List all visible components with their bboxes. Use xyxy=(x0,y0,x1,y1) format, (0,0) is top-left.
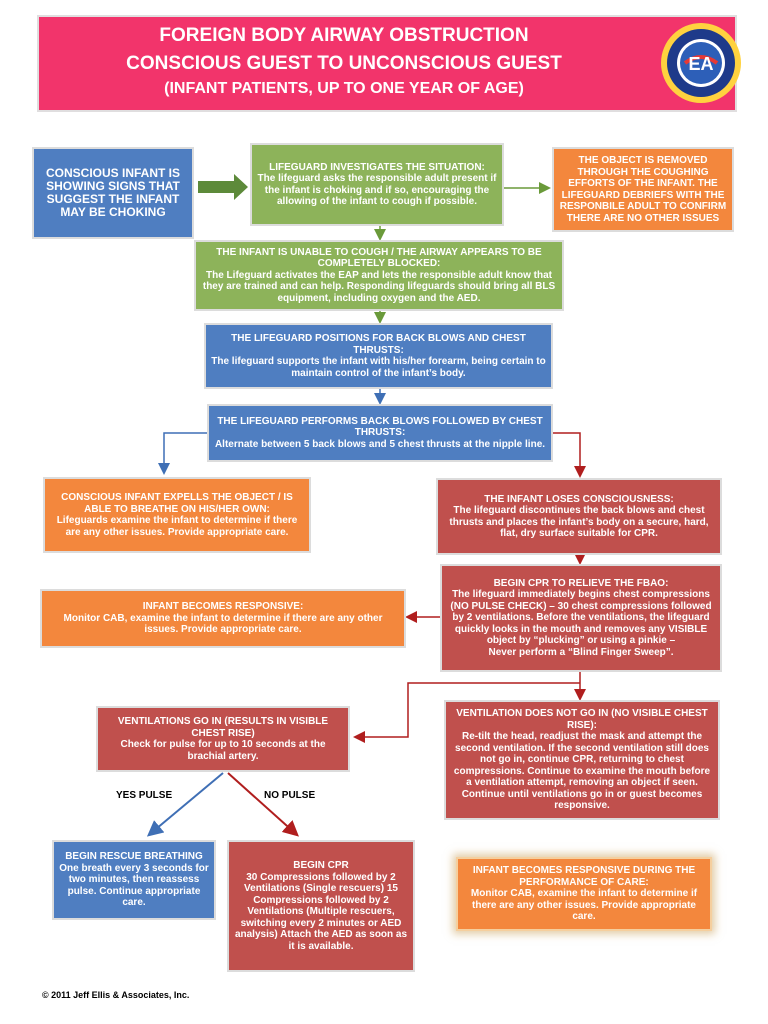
ventilation-not-go-in-title: VENTILATION DOES NOT GO IN (NO VISIBLE C… xyxy=(456,708,708,731)
copyright-footer: © 2011 Jeff Ellis & Associates, Inc. xyxy=(42,990,190,1000)
logo-letters: EA xyxy=(688,54,713,74)
ventilations-go-in-title: VENTILATIONS GO IN (RESULTS IN VISIBLE C… xyxy=(117,716,329,739)
begin-cpr-body: 30 Compressions followed by 2 Ventilatio… xyxy=(234,871,408,952)
conscious-infant-box: CONSCIOUS INFANT IS SHOWING SIGNS THAT S… xyxy=(32,147,194,239)
begin-cpr-fbao-title: BEGIN CPR TO RELIEVE THE FBAO: xyxy=(493,577,669,589)
airway-blocked-body: The Lifeguard activates the EAP and lets… xyxy=(202,269,556,304)
responsive-during-care-title: INFANT BECOMES RESPONSIVE DURING THE PER… xyxy=(472,865,696,888)
investigates-body: The lifeguard asks the responsible adult… xyxy=(257,173,497,207)
airway-blocked-box: THE INFANT IS UNABLE TO COUGH / THE AIRW… xyxy=(194,240,564,311)
expels-object-title: CONSCIOUS INFANT EXPELLS THE OBJECT / IS… xyxy=(61,492,293,515)
investigates-title: LIFEGUARD INVESTIGATES THE SITUATION: xyxy=(269,161,485,173)
performs-box: THE LIFEGUARD PERFORMS BACK BLOWS FOLLOW… xyxy=(207,404,553,462)
begin-cpr-title: BEGIN CPR xyxy=(293,860,349,871)
loses-consciousness-box: THE INFANT LOSES CONSCIOUSNESS: The life… xyxy=(436,478,722,555)
performs-body: Alternate between 5 back blows and 5 che… xyxy=(214,438,546,450)
jeff-ellis-logo: EA xyxy=(661,23,741,103)
rescue-breathing-body: One breath every 3 seconds for two minut… xyxy=(59,862,209,909)
ventilation-not-go-in-box: VENTILATION DOES NOT GO IN (NO VISIBLE C… xyxy=(444,700,720,820)
loses-consciousness-title: THE INFANT LOSES CONSCIOUSNESS: xyxy=(484,493,674,505)
ventilations-go-in-body: Check for pulse for up to 10 seconds at … xyxy=(120,739,326,762)
no-pulse-label: NO PULSE xyxy=(264,790,316,801)
yes-pulse-label: YES PULSE xyxy=(116,790,173,801)
expels-object-body: Lifeguards examine the infant to determi… xyxy=(56,515,298,538)
positions-box: THE LIFEGUARD POSITIONS FOR BACK BLOWS A… xyxy=(204,323,553,389)
infant-responsive-body: Monitor CAB, examine the infant to deter… xyxy=(63,612,383,636)
responsive-during-care-body: Monitor CAB, examine the infant to deter… xyxy=(470,888,698,923)
expels-object-box: CONSCIOUS INFANT EXPELLS THE OBJECT / IS… xyxy=(43,477,311,553)
begin-cpr-fbao-body: The lifeguard immediately begins chest c… xyxy=(450,589,712,647)
title-line-3: (INFANT PATIENTS, UP TO ONE YEAR OF AGE) xyxy=(164,80,524,97)
begin-cpr-fbao-warning: Never perform a “Blind Finger Sweep”. xyxy=(488,646,674,658)
responsive-during-care-box: INFANT BECOMES RESPONSIVE DURING THE PER… xyxy=(456,857,712,931)
positions-body: The lifeguard supports the infant with h… xyxy=(211,356,546,379)
loses-consciousness-body: The lifeguard discontinues the back blow… xyxy=(449,505,709,539)
infant-responsive-title: INFANT BECOMES RESPONSIVE: xyxy=(142,601,304,613)
title-banner: FOREIGN BODY AIRWAY OBSTRUCTION CONSCIOU… xyxy=(37,15,741,112)
performs-title: THE LIFEGUARD PERFORMS BACK BLOWS FOLLOW… xyxy=(217,415,543,439)
ventilation-not-go-in-body: Re-tilt the head, readjust the mask and … xyxy=(453,731,711,812)
object-removed-box: THE OBJECT IS REMOVED THROUGH THE COUGHI… xyxy=(552,147,734,232)
title-line-1: FOREIGN BODY AIRWAY OBSTRUCTION xyxy=(159,25,529,46)
positions-title: THE LIFEGUARD POSITIONS FOR BACK BLOWS A… xyxy=(231,333,526,356)
begin-cpr-fbao-box: BEGIN CPR TO RELIEVE THE FBAO: The lifeg… xyxy=(440,564,722,672)
ventilations-go-in-box: VENTILATIONS GO IN (RESULTS IN VISIBLE C… xyxy=(96,706,350,772)
airway-blocked-title: THE INFANT IS UNABLE TO COUGH / THE AIRW… xyxy=(216,246,542,270)
object-removed-text: THE OBJECT IS REMOVED THROUGH THE COUGHI… xyxy=(559,155,727,224)
begin-cpr-box: BEGIN CPR 30 Compressions followed by 2 … xyxy=(227,840,415,972)
rescue-breathing-box: BEGIN RESCUE BREATHING One breath every … xyxy=(52,840,216,920)
title-line-2: CONSCIOUS GUEST TO UNCONSCIOUS GUEST xyxy=(126,53,562,74)
infant-responsive-box: INFANT BECOMES RESPONSIVE: Monitor CAB, … xyxy=(40,589,406,648)
rescue-breathing-title: BEGIN RESCUE BREATHING xyxy=(65,851,203,863)
conscious-infant-text: CONSCIOUS INFANT IS SHOWING SIGNS THAT S… xyxy=(45,166,180,219)
investigates-box: LIFEGUARD INVESTIGATES THE SITUATION: Th… xyxy=(250,143,504,226)
